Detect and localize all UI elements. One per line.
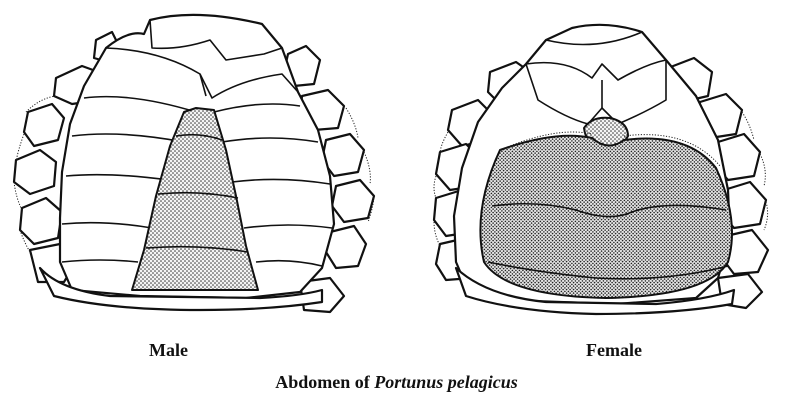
caption-species: Portunus pelagicus xyxy=(374,372,518,392)
figure-caption: Abdomen of Portunus pelagicus xyxy=(0,372,793,393)
female-label: Female xyxy=(586,340,642,361)
leg-base-left-5 xyxy=(20,198,62,244)
male-abdomen-illustration xyxy=(0,0,396,330)
leg-base-left-4 xyxy=(14,150,56,194)
female-abdomen-drawing xyxy=(396,0,793,330)
leg-base-right-4 xyxy=(332,180,374,222)
male-label: Male xyxy=(149,340,188,361)
female-abdomen-illustration xyxy=(396,0,793,330)
male-abdomen-drawing xyxy=(0,0,396,330)
caption-prefix: Abdomen of xyxy=(275,372,374,392)
leg-base-left-3 xyxy=(24,104,64,146)
